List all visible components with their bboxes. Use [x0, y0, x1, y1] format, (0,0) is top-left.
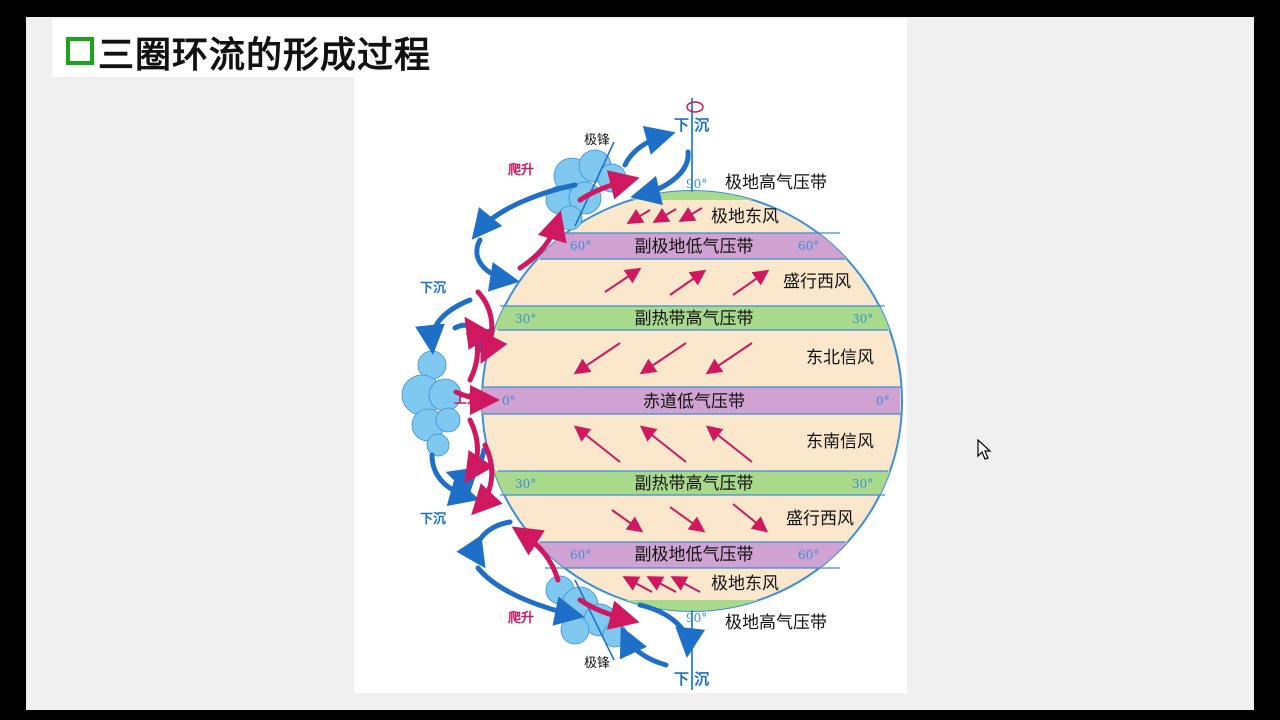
label-ne-trade: 东北信风 — [806, 348, 874, 368]
label-sinking-south: 下沉 — [420, 511, 446, 527]
lat-60-south-left: 60° — [570, 548, 591, 562]
band-polar-south — [482, 600, 900, 611]
label-axis-top: 下 沉 — [674, 116, 709, 134]
label-sub-polar-low-south: 副极地低气压带 — [635, 545, 754, 565]
title-bullet-icon — [66, 37, 94, 65]
band-polar-north — [482, 191, 900, 200]
rotation-ring-icon — [686, 101, 704, 113]
label-polar-high-south: 极地高气压带 — [725, 613, 827, 633]
lat-60-north-left: 60° — [570, 239, 591, 253]
label-polar-front-north: 极锋 — [584, 133, 610, 148]
band-sub-high-north — [482, 306, 900, 330]
label-polar-easterlies-south: 极地东风 — [711, 574, 779, 594]
lat-30-south-right: 30° — [852, 477, 873, 491]
lat-30-south-left: 30° — [515, 477, 536, 491]
label-polar-front-south: 极锋 — [584, 656, 610, 671]
label-climb-north: 爬升 — [507, 162, 534, 178]
title-bar — [52, 19, 907, 77]
page-title: 三圈环流的形成过程 — [98, 35, 432, 76]
lat-0-left: 0° — [502, 394, 516, 408]
lat-60-south-right: 60° — [798, 548, 819, 562]
band-equator-low — [482, 387, 900, 414]
label-subtropical-high-north: 副热带高气压带 — [635, 309, 754, 329]
label-westerlies-south: 盛行西风 — [786, 509, 854, 529]
lat-90-south: 90° — [686, 611, 707, 625]
label-polar-easterlies-north: 极地东风 — [711, 207, 779, 227]
lat-60-north-right: 60° — [798, 239, 819, 253]
lat-0-right: 0° — [876, 394, 890, 408]
label-sinking-north: 下沉 — [420, 280, 446, 296]
label-axis-bottom: 下 沉 — [674, 670, 709, 688]
label-subtropical-high-south: 副热带高气压带 — [635, 474, 754, 494]
polar-front-south — [574, 579, 615, 661]
label-polar-high-north: 极地高气压带 — [725, 173, 827, 193]
label-climb-south: 爬升 — [507, 610, 534, 626]
mouse-cursor-icon — [977, 439, 992, 460]
lat-30-north-right: 30° — [852, 312, 873, 326]
cloud-equator-icon — [401, 350, 462, 457]
label-equatorial-low: 赤道低气压带 — [643, 392, 745, 412]
lat-30-north-left: 30° — [515, 312, 536, 326]
lat-90-north: 90° — [686, 177, 707, 191]
label-westerlies-north: 盛行西风 — [783, 272, 851, 292]
polar-front-north — [574, 141, 615, 227]
label-rising: 上升 — [454, 391, 480, 407]
label-sub-polar-low-north: 副极地低气压带 — [635, 237, 754, 257]
band-sub-high-south — [482, 471, 900, 495]
label-se-trade: 东南信风 — [806, 432, 874, 452]
